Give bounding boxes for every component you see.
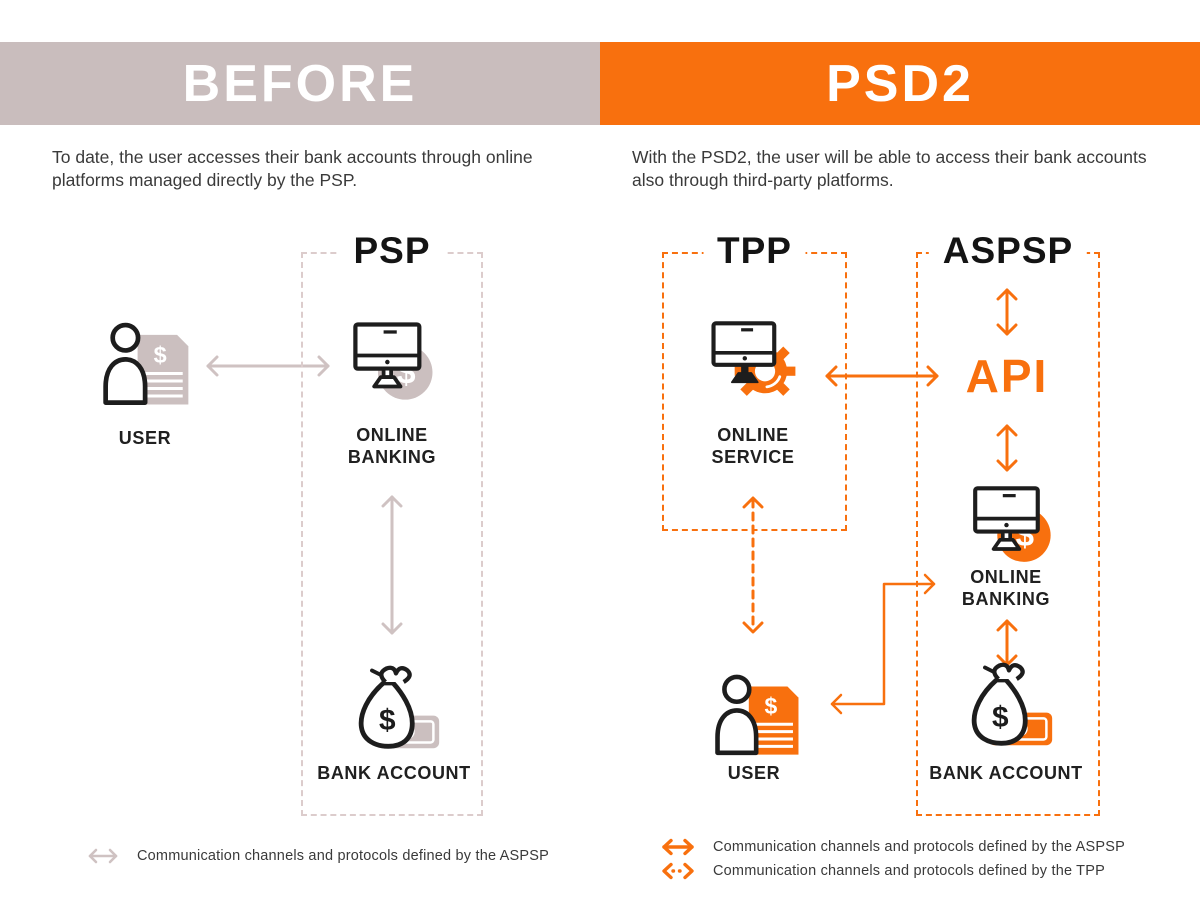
bank-account-icon-left: $ bbox=[358, 665, 440, 749]
legend-row: Communication channels and protocols def… bbox=[660, 836, 1125, 857]
user-label-right: USER bbox=[727, 763, 781, 783]
svg-text:$: $ bbox=[992, 701, 1009, 734]
before-description: To date, the user accesses their bank ac… bbox=[52, 147, 533, 191]
svg-text:$: $ bbox=[379, 704, 396, 737]
user-onlinebanking-arrow bbox=[206, 355, 330, 377]
psd2-description: With the PSD2, the user will be able to … bbox=[632, 147, 1147, 191]
psd2-title: PSD2 bbox=[826, 54, 974, 113]
tpp-box: TPP bbox=[662, 230, 847, 531]
user-icon: $ bbox=[103, 322, 189, 405]
before-header-bar: BEFORE bbox=[0, 42, 600, 125]
api-onlinebanking-arrow bbox=[996, 424, 1018, 472]
aspsp-box-title: ASPSP bbox=[928, 230, 1088, 273]
bank-account-label-left: BANK ACCOUNT bbox=[317, 763, 471, 783]
bank-account-label-right: BANK ACCOUNT bbox=[929, 763, 1083, 783]
online-banking-icon-left: $ bbox=[353, 322, 433, 400]
tpp-user-dashed-arrow bbox=[742, 496, 764, 634]
psp-box: PSP bbox=[301, 230, 483, 816]
psd2-header-bar: PSD2 bbox=[600, 42, 1200, 125]
tpp-box-title: TPP bbox=[703, 230, 806, 273]
online-service-label: ONLINE SERVICE bbox=[711, 425, 795, 467]
legend-row: Communication channels and protocols def… bbox=[660, 860, 1125, 881]
online-service-icon bbox=[711, 321, 796, 396]
orange-dashed-double-arrow-icon bbox=[662, 862, 694, 879]
legend-row: Communication channels and protocols def… bbox=[86, 845, 549, 866]
gray-double-arrow-icon bbox=[88, 848, 118, 863]
onlinebanking-bankaccount-arrow bbox=[381, 495, 403, 635]
user-icon-right: $ bbox=[715, 674, 799, 756]
psp-box-title: PSP bbox=[339, 230, 445, 273]
user-label-left: USER bbox=[118, 428, 172, 448]
aspsp-box: ASPSP bbox=[916, 230, 1100, 816]
psd2-legend: Communication channels and protocols def… bbox=[660, 836, 1125, 881]
before-title: BEFORE bbox=[182, 54, 418, 113]
before-legend: Communication channels and protocols def… bbox=[86, 845, 549, 866]
orange-solid-double-arrow-icon bbox=[662, 838, 694, 855]
bank-account-icon-right: $ bbox=[971, 662, 1053, 746]
online-banking-label-left: ONLINE BANKING bbox=[347, 425, 437, 467]
online-banking-icon-right: $ bbox=[973, 486, 1051, 562]
svg-text:$: $ bbox=[154, 342, 167, 368]
svg-text:$: $ bbox=[764, 693, 777, 719]
api-label: API bbox=[965, 350, 1049, 402]
user-aspsp-elbow-arrow bbox=[830, 573, 936, 715]
online-banking-label-right: ONLINE BANKING bbox=[961, 567, 1051, 609]
aspsp-top-arrow bbox=[996, 288, 1018, 336]
